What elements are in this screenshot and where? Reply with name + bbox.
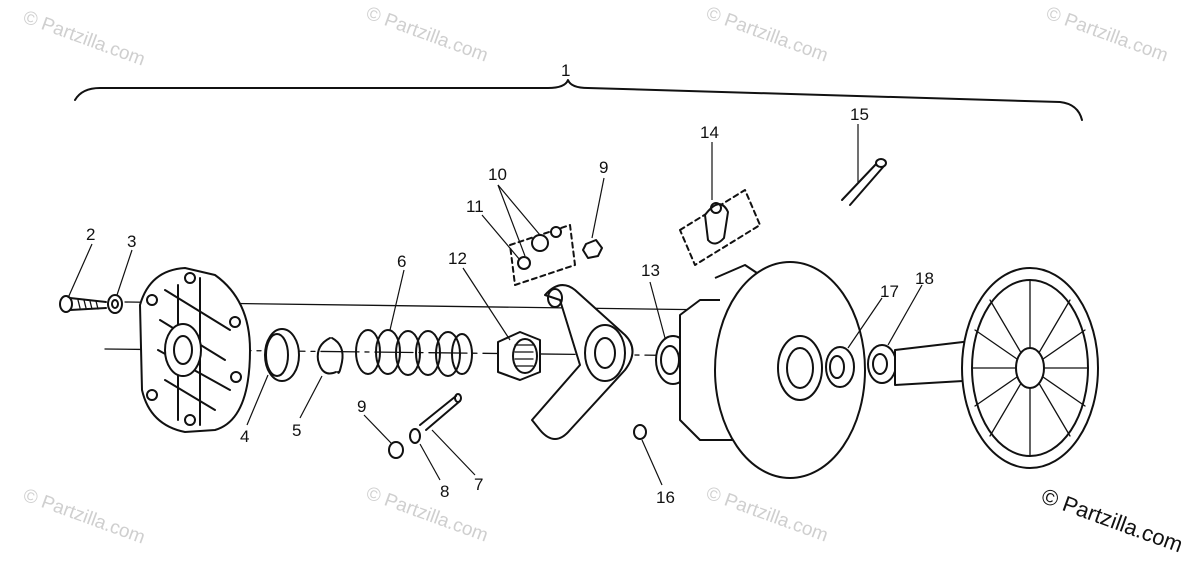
callout-8: 8 <box>440 482 449 501</box>
watermark-6: © Partzilla.com <box>363 483 490 547</box>
seal <box>867 344 897 384</box>
pin <box>419 393 462 431</box>
movable-sheave <box>679 261 866 479</box>
watermark-3: © Partzilla.com <box>703 3 830 67</box>
assembly-bracket <box>74 79 1083 121</box>
spring <box>355 329 473 377</box>
callout-10: 10 <box>488 165 507 184</box>
watermark-5: © Partzilla.com <box>20 485 147 549</box>
hub-nut <box>497 331 541 381</box>
watermark-2: © Partzilla.com <box>363 3 490 67</box>
callout-3: 3 <box>127 232 136 251</box>
cap-nut-upper <box>582 239 603 259</box>
callout-13: 13 <box>641 261 660 280</box>
callout-17: 17 <box>880 282 899 301</box>
roller-plate <box>509 224 576 286</box>
callout-1: 1 <box>561 61 570 80</box>
bushing <box>825 346 855 388</box>
callout-6: 6 <box>397 252 406 271</box>
callout-5: 5 <box>292 421 301 440</box>
set-screw <box>633 424 647 440</box>
rod <box>841 158 887 206</box>
leader-lines <box>67 124 923 486</box>
label-tag <box>679 189 761 266</box>
ring <box>264 328 300 382</box>
callout-2: 2 <box>86 225 95 244</box>
callout-16: 16 <box>656 488 675 507</box>
small-washer <box>409 428 421 444</box>
washer <box>107 294 123 314</box>
snap-ring <box>316 337 337 375</box>
callout-9a: 9 <box>357 397 366 416</box>
callout-12: 12 <box>448 249 467 268</box>
callout-labels: 1 2 3 4 5 6 7 8 9 9 10 11 12 13 14 15 16… <box>86 61 934 507</box>
bolt <box>59 295 107 313</box>
cap-nut-lower <box>388 441 404 459</box>
spider-arm <box>531 284 634 440</box>
callout-7: 7 <box>474 475 483 494</box>
callout-14: 14 <box>700 123 719 142</box>
watermark-4: © Partzilla.com <box>1043 3 1170 67</box>
fixed-sheave <box>894 267 1099 469</box>
callout-9b: 9 <box>599 158 608 177</box>
watermark-7: © Partzilla.com <box>703 483 830 547</box>
callout-4: 4 <box>240 427 249 446</box>
watermark-1: © Partzilla.com <box>20 7 147 71</box>
cover-plate <box>139 267 251 433</box>
callout-11: 11 <box>466 197 484 216</box>
copyright-mark: © Partzilla.com <box>1038 483 1186 557</box>
callout-15: 15 <box>850 105 869 124</box>
callout-18: 18 <box>915 269 934 288</box>
